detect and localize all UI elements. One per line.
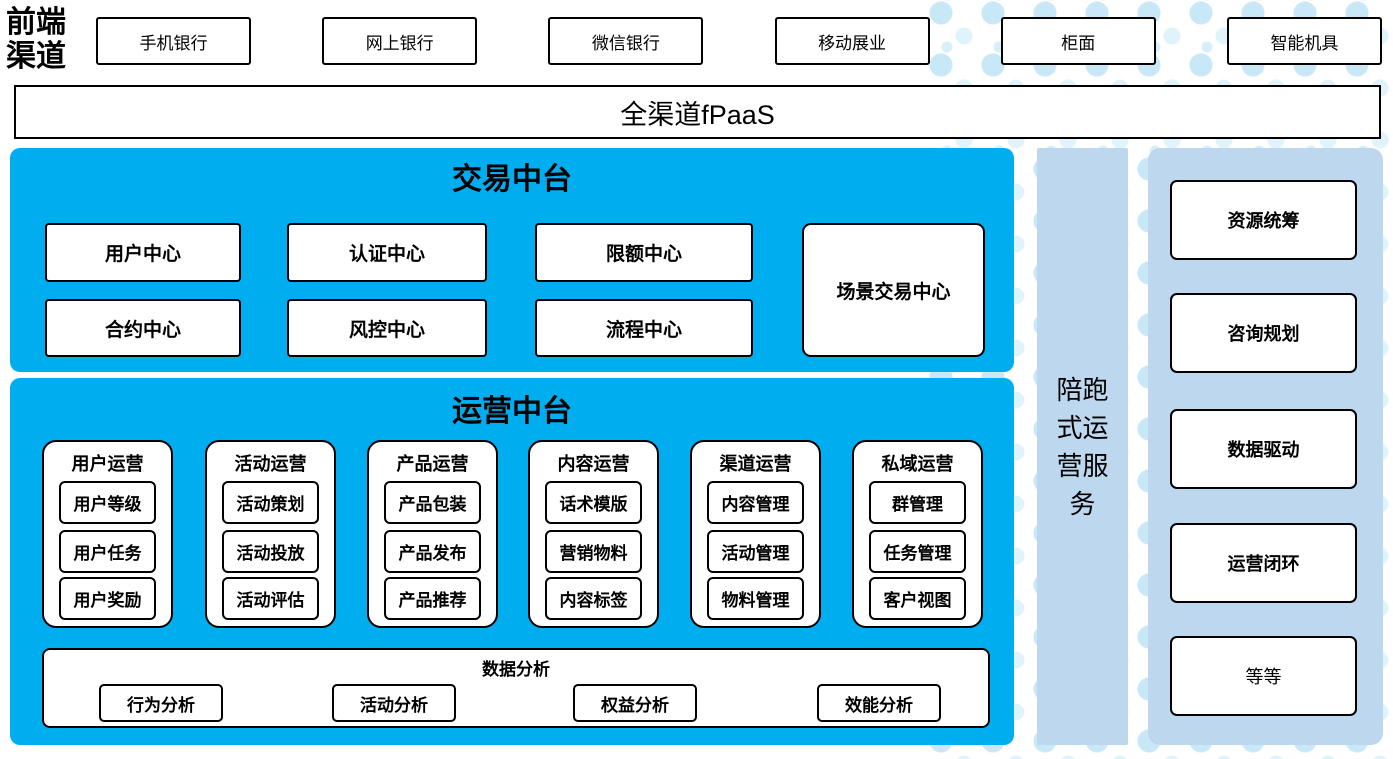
group-title: 私域运营 xyxy=(881,454,954,474)
channel-box-wechat-banking: 微信银行 xyxy=(548,17,704,65)
group-item: 内容管理 xyxy=(707,481,804,524)
service-item-resource-coordination: 资源统筹 xyxy=(1170,180,1357,260)
group-product-operations: 产品运营 产品包装 产品发布 产品推荐 xyxy=(367,440,498,628)
trading-cell-contract-center: 合约中心 xyxy=(45,299,241,357)
accompanying-operation-service-bar: 陪跑式运营服务 xyxy=(1037,148,1128,745)
accompanying-operation-service-label: 陪跑式运营服务 xyxy=(1056,374,1109,519)
trading-cell-auth-center: 认证中心 xyxy=(287,223,487,282)
group-title: 活动运营 xyxy=(234,454,307,474)
channel-box-smart-devices: 智能机具 xyxy=(1226,17,1382,65)
group-item: 活动投放 xyxy=(222,530,319,573)
trading-cell-user-center: 用户中心 xyxy=(45,223,241,282)
trading-cell-risk-center: 风控中心 xyxy=(287,299,487,357)
group-activity-operations: 活动运营 活动策划 活动投放 活动评估 xyxy=(205,440,336,628)
analysis-item-efficiency: 效能分析 xyxy=(817,684,941,722)
group-item: 产品发布 xyxy=(384,530,481,573)
channel-box-online-banking: 网上银行 xyxy=(322,17,478,65)
analysis-item-benefit: 权益分析 xyxy=(573,684,697,722)
service-item-etc: 等等 xyxy=(1170,636,1357,716)
service-item-data-driven: 数据驱动 xyxy=(1170,409,1357,489)
service-items-panel: 资源统筹 咨询规划 数据驱动 运营闭环 等等 xyxy=(1148,148,1383,745)
trading-cell-limit-center: 限额中心 xyxy=(535,223,753,282)
group-item: 用户任务 xyxy=(59,530,156,573)
trading-cell-process-center: 流程中心 xyxy=(535,299,753,357)
service-item-consulting-planning: 咨询规划 xyxy=(1170,293,1357,373)
group-item: 营销物料 xyxy=(545,530,642,573)
group-item: 用户奖励 xyxy=(59,577,156,620)
group-item: 客户视图 xyxy=(869,577,966,620)
group-item: 产品推荐 xyxy=(384,577,481,620)
group-title: 内容运营 xyxy=(557,454,630,474)
service-item-operation-loop: 运营闭环 xyxy=(1170,523,1357,603)
channel-box-mobile-marketing: 移动展业 xyxy=(774,17,930,65)
channel-box-mobile-banking: 手机银行 xyxy=(96,17,251,65)
group-user-operations: 用户运营 用户等级 用户任务 用户奖励 xyxy=(42,440,173,628)
group-item: 产品包装 xyxy=(384,481,481,524)
data-analysis-title: 数据分析 xyxy=(482,660,550,679)
group-item: 活动管理 xyxy=(707,530,804,573)
group-item: 物料管理 xyxy=(707,577,804,620)
group-item: 用户等级 xyxy=(59,481,156,524)
group-channel-operations: 渠道运营 内容管理 活动管理 物料管理 xyxy=(690,440,821,628)
data-analysis-strip: 数据分析 行为分析 活动分析 权益分析 效能分析 xyxy=(42,648,990,728)
group-title: 渠道运营 xyxy=(719,454,792,474)
operations-platform-section: 运营中台 用户运营 用户等级 用户任务 用户奖励 活动运营 活动策划 活动投放 … xyxy=(10,378,1014,745)
channel-box-counter: 柜面 xyxy=(1000,17,1156,65)
group-item: 任务管理 xyxy=(869,530,966,573)
trading-platform-title: 交易中台 xyxy=(452,163,572,196)
fpaas-bar: 全渠道fPaaS xyxy=(14,85,1381,139)
group-item: 活动策划 xyxy=(222,481,319,524)
group-item: 活动评估 xyxy=(222,577,319,620)
front-channels-row: 手机银行 网上银行 微信银行 移动展业 柜面 智能机具 xyxy=(96,17,1382,65)
analysis-item-behavior: 行为分析 xyxy=(99,684,223,722)
operations-platform-title: 运营中台 xyxy=(452,395,572,428)
analysis-item-activity: 活动分析 xyxy=(332,684,456,722)
group-content-operations: 内容运营 话术模版 营销物料 内容标签 xyxy=(528,440,659,628)
trading-cell-scenario-trading-center: 场景交易中心 xyxy=(802,223,985,357)
trading-platform-section: 交易中台 用户中心 认证中心 限额中心 合约中心 风控中心 流程中心 场景交易中… xyxy=(10,148,1014,372)
front-channels-label: 前端渠道 xyxy=(6,6,66,73)
group-private-domain-operations: 私域运营 群管理 任务管理 客户视图 xyxy=(852,440,983,628)
group-title: 用户运营 xyxy=(71,454,144,474)
group-item: 话术模版 xyxy=(545,481,642,524)
group-title: 产品运营 xyxy=(396,454,469,474)
group-item: 群管理 xyxy=(869,481,966,524)
group-item: 内容标签 xyxy=(545,577,642,620)
